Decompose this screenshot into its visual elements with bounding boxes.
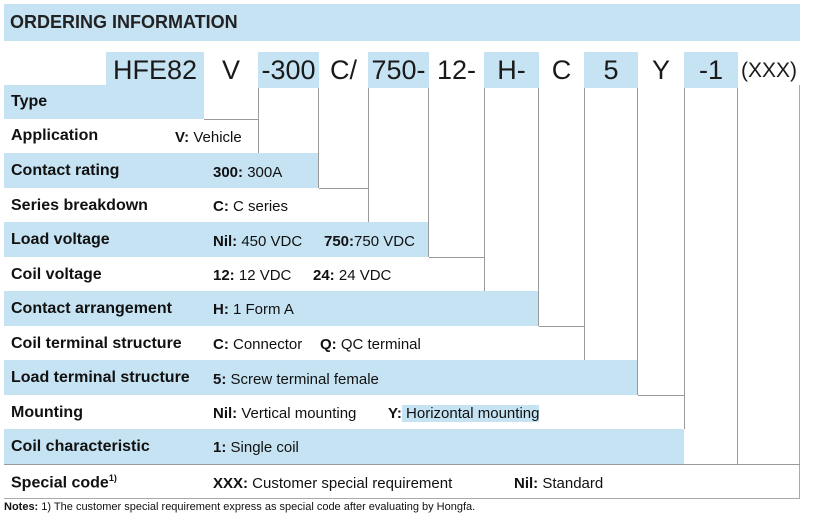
code-segment-coil-characteristic: -1 (684, 52, 738, 88)
option-load-voltage-nil: Nil: 450 VDC (213, 233, 303, 250)
staircase-line (318, 88, 319, 188)
staircase-line (737, 88, 738, 464)
code-segment-load-terminal: 5 (584, 52, 638, 88)
code-segment-coil-terminal: C (551, 55, 572, 85)
row-band-load-voltage (4, 222, 429, 257)
option-mounting-y: Y: Horizontal mounting (388, 405, 540, 422)
option-load-terminal-5: 5: Screw terminal female (213, 371, 379, 388)
option-special-xxx: XXX: Customer special requirement (213, 475, 453, 492)
option-coil-terminal-c: C: Connector (213, 336, 303, 353)
staircase-line (258, 88, 259, 153)
staircase-line (484, 88, 485, 291)
code-segment-contact-arrangement: H- (484, 52, 539, 88)
staircase-line (319, 188, 368, 189)
staircase-line (584, 88, 585, 360)
row-label-coil-characteristic: Coil characteristic (11, 438, 150, 455)
row-label-coil-voltage: Coil voltage (11, 266, 102, 283)
staircase-line (638, 395, 684, 396)
row-label-coil-terminal-structure: Coil terminal structure (11, 335, 182, 352)
staircase-line (428, 88, 429, 257)
row-label-load-terminal-structure: Load terminal structure (11, 369, 190, 386)
option-series-c: C: C series (213, 198, 289, 215)
staircase-line (4, 464, 800, 465)
row-label-special-code: Special code1) (11, 473, 117, 492)
option-coil-characteristic-1: 1: Single coil (213, 439, 299, 456)
staircase-line (539, 326, 584, 327)
row-label-series-breakdown: Series breakdown (11, 197, 148, 214)
row-label-type: Type (11, 93, 48, 110)
row-band-load-terminal (4, 360, 638, 395)
option-application-v: V: Vehicle (175, 129, 242, 146)
row-label-contact-rating: Contact rating (11, 162, 120, 179)
staircase-line (684, 88, 685, 429)
footnote-marker: 1) (108, 473, 117, 483)
row-band-contact-arrangement (4, 291, 539, 326)
section-title: ORDERING INFORMATION (4, 4, 800, 41)
code-segment-coil-voltage: 12- (436, 55, 477, 85)
code-segment-series: HFE82 (106, 52, 204, 88)
code-segment-mounting: Y (651, 55, 670, 85)
staircase-line (429, 257, 484, 258)
table-frame (4, 85, 800, 499)
row-label-mounting: Mounting (11, 404, 83, 421)
row-label-application: Application (11, 127, 99, 144)
row-label-contact-arrangement: Contact arrangement (11, 300, 172, 317)
option-load-voltage-750: 750:750 VDC (324, 233, 415, 250)
row-label-load-voltage: Load voltage (11, 231, 110, 248)
option-coil-voltage-12: 12: 12 VDC (213, 267, 292, 284)
option-special-nil: Nil: Standard (514, 475, 604, 492)
row-band-contact-rating (4, 153, 319, 188)
notes: Notes: 1) The customer special requireme… (4, 501, 476, 513)
option-contact-rating-300: 300: 300A (213, 164, 283, 181)
code-segment-special: (XXX) (740, 59, 797, 82)
highlighted-option-text: Horizontal mounting (401, 405, 540, 422)
staircase-line (538, 88, 539, 326)
code-segment-contact-rating: -300 (258, 52, 319, 88)
staircase-line (204, 119, 258, 120)
option-coil-voltage-24: 24: 24 VDC (313, 267, 392, 284)
code-segment-series-breakdown: C/ (330, 55, 357, 85)
row-band-type (4, 85, 204, 119)
code-segment-application: V (221, 55, 240, 85)
staircase-line (368, 88, 369, 222)
row-band-coil-characteristic (4, 429, 684, 464)
option-mounting-nil: Nil: Vertical mounting (213, 405, 357, 422)
option-coil-terminal-q: Q: QC terminal (320, 336, 421, 353)
code-segment-load-voltage: 750- (368, 52, 429, 88)
staircase-line (637, 88, 638, 395)
option-contact-arrangement-h: H: 1 Form A (213, 301, 294, 318)
